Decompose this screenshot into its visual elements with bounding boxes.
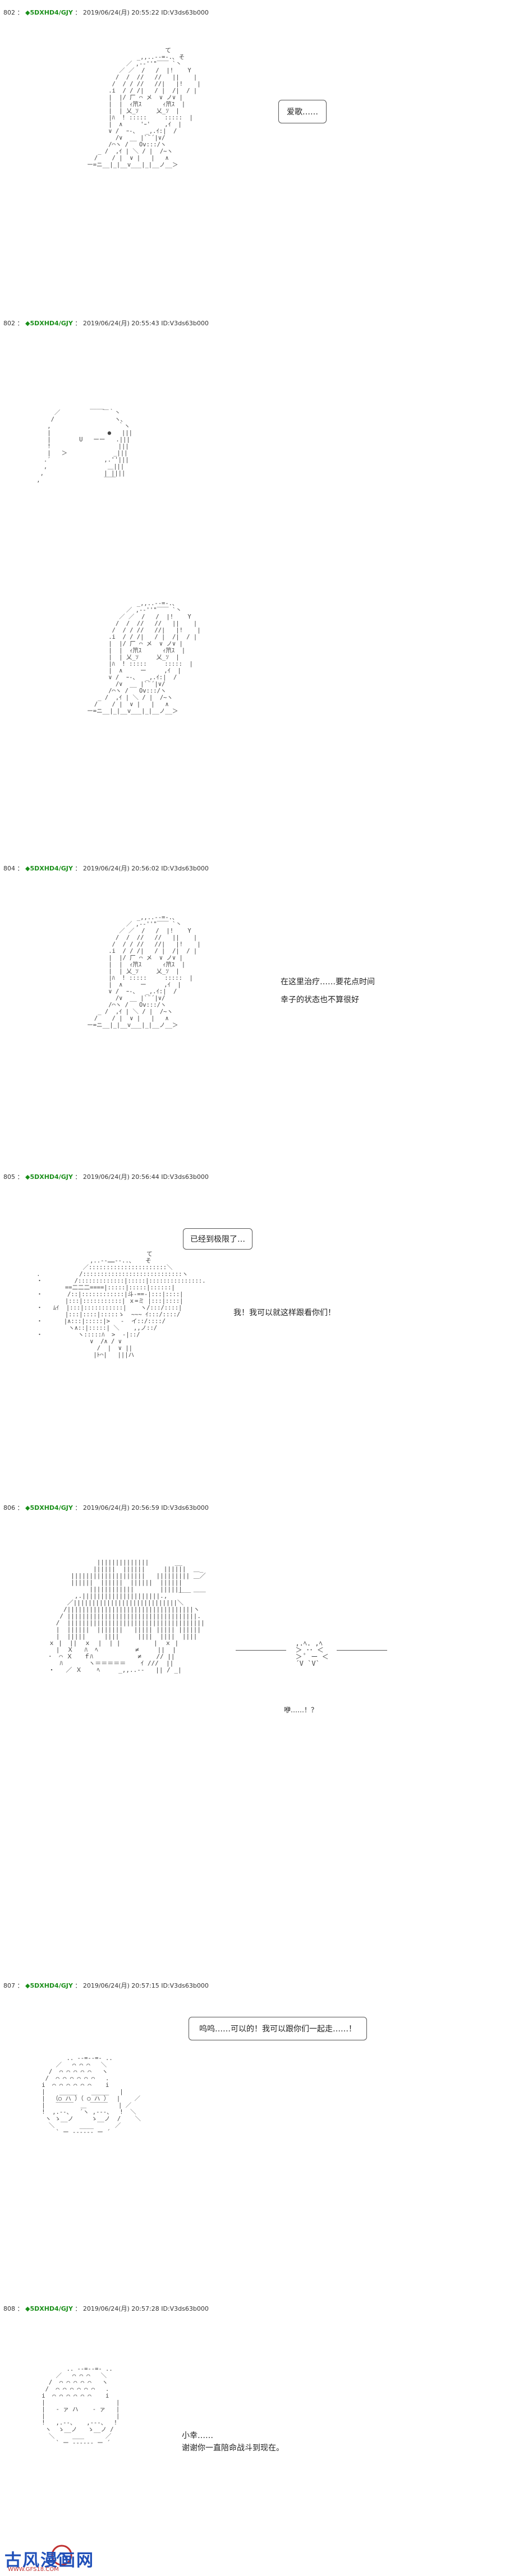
dialogue-line: 爱歌…… (287, 108, 318, 117)
poster-name: ◆5DXHD4/GJY (25, 2305, 73, 2312)
post-id: ID:V3ds63b000 (161, 1982, 209, 1989)
ascii-art-character-smiling: .. -‐=‐‐=- .. ／ ⌒ ⌒ ⌒ ＼ / ⌒ ⌒ ⌒ ⌒ ⌒ ヽ / … (42, 2366, 120, 2446)
post-header: 808 ： ◆5DXHD4/GJY ： 2019/06/24(月) 20:57:… (3, 2305, 209, 2312)
post-header: 807 ： ◆5DXHD4/GJY ： 2019/06/24(月) 20:57:… (3, 1982, 209, 1989)
poster-name: ◆5DXHD4/GJY (25, 865, 73, 872)
ascii-art-character: _,,..-‐=-.､ ／ ,-‐''"￣￣ `丶 ／ ／ / / |! Y /… (87, 600, 201, 715)
speech-bubble: 爱歌…… (278, 100, 327, 123)
post-number: 804 (3, 865, 15, 872)
dialogue-line: 幸子的状态也不算很好 (281, 996, 359, 1004)
post-date: 2019/06/24(月) 20:56:44 (82, 1173, 159, 1181)
ascii-art-character: _,,..-‐=-.､ ／ ,-‐''"￣￣ `丶 ／ ／ / / |! Y /… (87, 914, 201, 1029)
post-number: 806 (3, 1504, 15, 1512)
ascii-art-character: て ,..-‐……‐-..、 そ ／::::::::::::::::::::::… (36, 1251, 206, 1358)
dialogue-line: 我！我可以就这样跟看你们！ (233, 1308, 336, 1317)
post-number: 808 (3, 2305, 15, 2312)
dialogue-line: 谢谢你一直陪命战斗到现在。 (182, 2444, 284, 2453)
ascii-art-character-crying: .. -‐=‐‐=- .. ／ ⌒ ⌒ ⌒ ＼ / ⌒ ⌒ ⌒ ⌒ ⌒ ヽ / … (42, 2055, 141, 2136)
dialogue: 在这里治疗……要花点时间 幸子的状态也不算很好 (281, 976, 375, 1006)
post-header: 802 ： ◆5DXHD4/GJY ： 2019/06/24(月) 20:55:… (3, 9, 209, 16)
post-number: 805 (3, 1173, 15, 1181)
post-number: 807 (3, 1982, 15, 1989)
ascii-art-shock-mark: ,.ﾍ. ,ﾍ ＞ ･･ ＜ ＞ ﾟ ー ＜ ´V `V` (295, 1639, 329, 1667)
watermark-text: 古风漫画网 (4, 2551, 94, 2570)
dialogue-line: 咿……！？ (284, 1706, 318, 1714)
post-date: 2019/06/24(月) 20:57:15 (82, 1982, 159, 1989)
post-header: 805 ： ◆5DXHD4/GJY ： 2019/06/24(月) 20:56:… (3, 1173, 209, 1181)
ascii-art-character: て _,,..-‐=-.､ そ ／ ,-‐''"￣￣ `丶 ／ ／ / / |!… (87, 47, 201, 168)
dialogue-line: 小幸…… (182, 2431, 213, 2440)
poster-name: ◆5DXHD4/GJY (25, 1504, 73, 1512)
ascii-art-profile: ____ ／ ￣｀丶 / ヽ､ , ｀ヽ | ● ||| | U ーー .|||… (36, 403, 132, 483)
post-date: 2019/06/24(月) 20:56:59 (82, 1504, 159, 1512)
dialogue-line: 已经到极限了… (190, 1235, 245, 1244)
speech-bubble: 呜呜……可以的！我可以跟你们一起走……！ (189, 2017, 367, 2040)
dialogue: 咿……！？ (284, 1704, 318, 1716)
post-id: ID:V3ds63b000 (161, 865, 209, 872)
divider-line (236, 1650, 286, 1651)
ascii-art-sfx: |||||||||||||| __ |||||| |||||| |||||| ＿… (48, 1559, 206, 1674)
dialogue: 小幸…… 谢谢你一直陪命战斗到现在。 (182, 2430, 284, 2454)
post-id: ID:V3ds63b000 (161, 1173, 209, 1181)
divider-line (337, 1650, 387, 1651)
post-date: 2019/06/24(月) 20:57:28 (82, 2305, 159, 2312)
post-id: ID:V3ds63b000 (161, 320, 209, 327)
speech-bubble: 已经到极限了… (183, 1228, 252, 1250)
post-id: ID:V3ds63b000 (161, 1504, 209, 1512)
post-id: ID:V3ds63b000 (161, 2305, 209, 2312)
site-logo-icon (51, 2545, 72, 2566)
post-date: 2019/06/24(月) 20:55:43 (82, 320, 159, 327)
post-header: 802 ： ◆5DXHD4/GJY ： 2019/06/24(月) 20:55:… (3, 320, 209, 327)
dialogue-line: 在这里治疗……要花点时间 (281, 978, 375, 987)
poster-name: ◆5DXHD4/GJY (25, 1982, 73, 1989)
dialogue: 我！我可以就这样跟看你们！ (233, 1307, 336, 1319)
post-header: 806 ： ◆5DXHD4/GJY ： 2019/06/24(月) 20:56:… (3, 1504, 209, 1512)
post-date: 2019/06/24(月) 20:56:02 (82, 865, 159, 872)
poster-name: ◆5DXHD4/GJY (25, 9, 73, 16)
post-date: 2019/06/24(月) 20:55:22 (82, 9, 159, 16)
post-header: 804 ： ◆5DXHD4/GJY ： 2019/06/24(月) 20:56:… (3, 865, 209, 872)
poster-name: ◆5DXHD4/GJY (25, 1173, 73, 1181)
watermark-url: WWW.GFS18.COM (8, 2566, 59, 2573)
post-number: 802 (3, 320, 15, 327)
poster-name: ◆5DXHD4/GJY (25, 320, 73, 327)
dialogue-line: 呜呜……可以的！我可以跟你们一起走……！ (199, 2025, 356, 2034)
post-number: 802 (3, 9, 15, 16)
post-id: ID:V3ds63b000 (161, 9, 209, 16)
